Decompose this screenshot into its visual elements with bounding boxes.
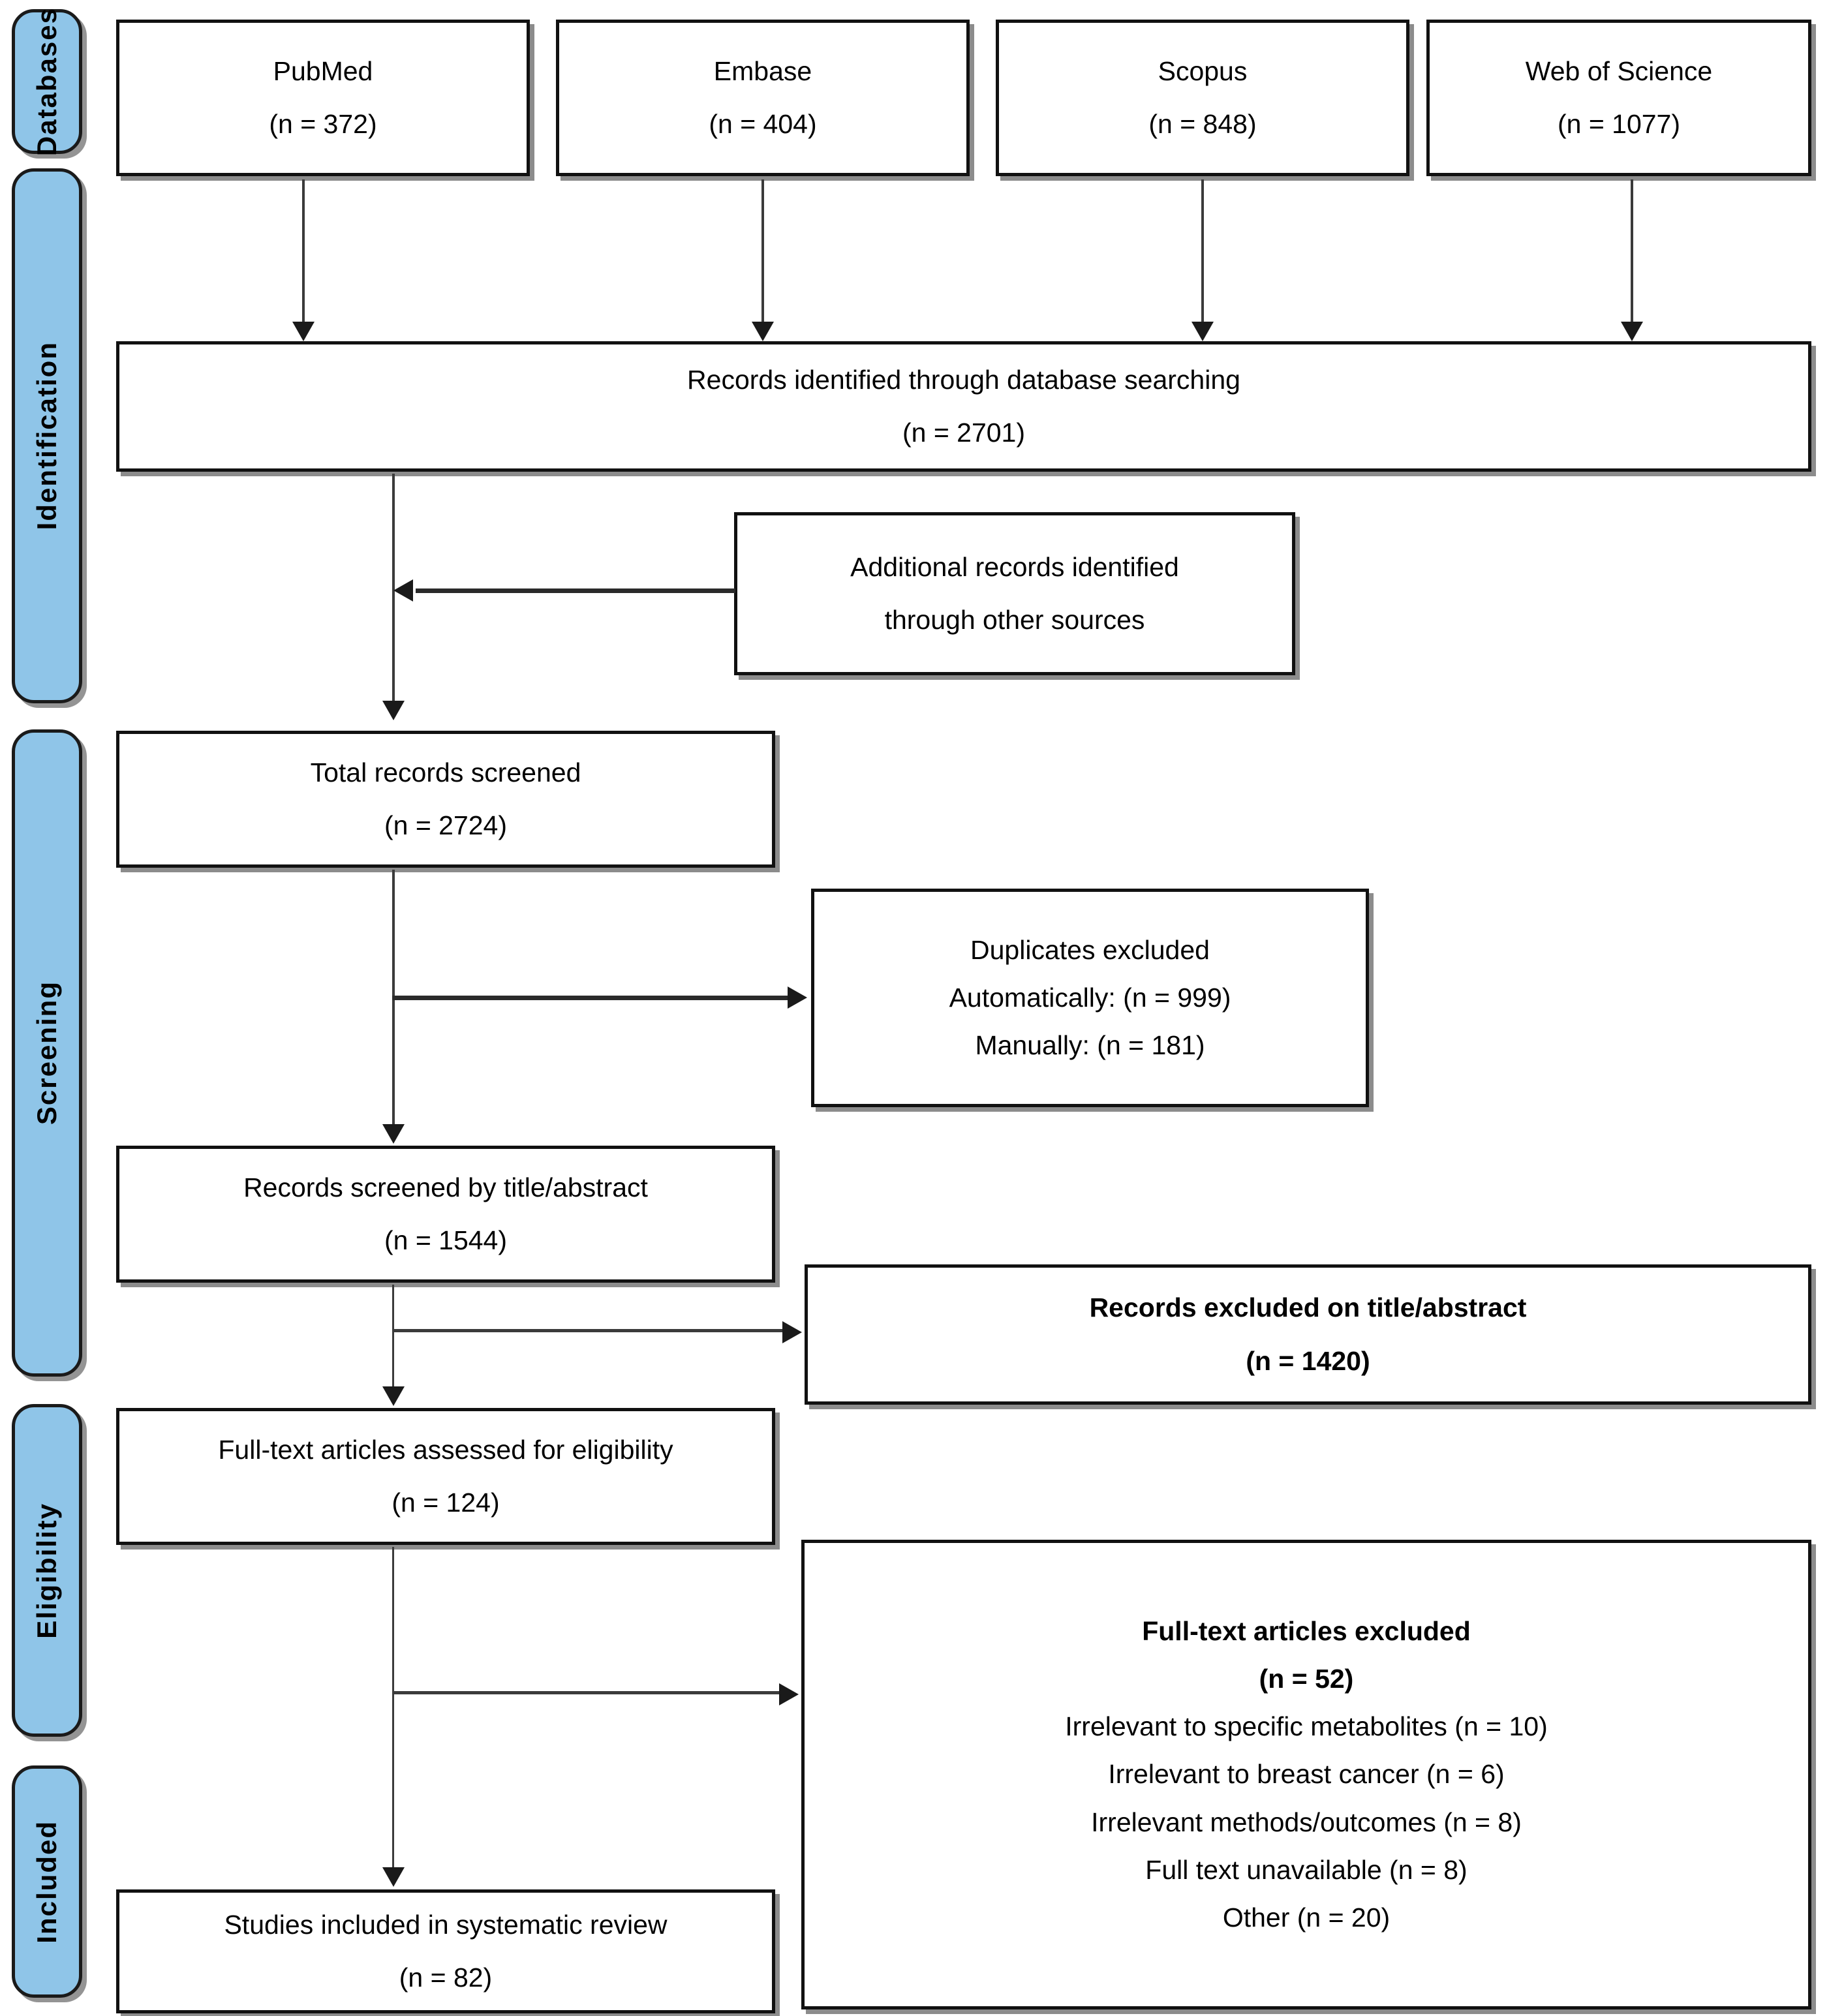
connector-title-abstract-to-fulltext: [392, 1285, 394, 1389]
duplicates-title: Duplicates excluded: [970, 934, 1210, 965]
arrow-title-abstract-to-fulltext: [382, 1386, 405, 1406]
source-box-embase: Embase (n = 404): [556, 20, 970, 176]
arrow-pubmed-to-identified: [292, 322, 315, 341]
box-fulltext-excluded: Full-text articles excluded (n = 52) Irr…: [801, 1540, 1811, 2009]
arrow-scopus-to-identified: [1191, 322, 1214, 341]
arrow-trunk-to-excluded-title-abstract: [782, 1321, 802, 1343]
connector-trunk-to-excluded-title-abstract: [392, 1329, 784, 1332]
box-fulltext-assessed: Full-text articles assessed for eligibil…: [116, 1408, 775, 1545]
arrow-trunk-to-duplicates: [788, 986, 807, 1009]
fulltext-excluded-reason-2: Irrelevant methods/outcomes (n = 8): [1091, 1807, 1522, 1837]
stage-tab-databases: Databases: [12, 7, 82, 157]
fulltext-excluded-reason-3: Full text unavailable (n = 8): [1145, 1854, 1468, 1885]
fulltext-assessed-count: (n = 124): [392, 1488, 500, 1518]
fulltext-excluded-reason-1: Irrelevant to breast cancer (n = 6): [1108, 1759, 1505, 1790]
fulltext-excluded-reason-0: Irrelevant to specific metabolites (n = …: [1065, 1711, 1548, 1742]
source-count-embase: (n = 404): [709, 109, 817, 139]
stage-tab-included: Included: [12, 1765, 82, 1998]
arrow-wos-to-identified: [1621, 322, 1643, 341]
additional-records-line1: Additional records identified: [850, 551, 1179, 582]
source-box-scopus: Scopus (n = 848): [996, 20, 1409, 176]
arrow-identified-to-total-screened: [382, 701, 405, 720]
stage-label-databases: Databases: [31, 7, 62, 157]
arrow-total-screened-to-title-abstract: [382, 1124, 405, 1144]
stage-label-eligibility: Eligibility: [31, 1502, 62, 1639]
box-records-screened-title-abstract: Records screened by title/abstract (n = …: [116, 1146, 775, 1283]
arrow-embase-to-identified: [752, 322, 774, 341]
box-records-excluded-title-abstract: Records excluded on title/abstract (n = …: [805, 1264, 1811, 1405]
fulltext-excluded-reason-4: Other (n = 20): [1222, 1902, 1391, 1932]
connector-pubmed-to-identified: [302, 179, 305, 324]
studies-included-count: (n = 82): [399, 1963, 493, 1993]
excluded-title-abstract-title: Records excluded on title/abstract: [1089, 1292, 1527, 1323]
total-records-screened-count: (n = 2724): [384, 810, 508, 840]
source-count-scopus: (n = 848): [1148, 109, 1257, 139]
stage-tab-identification: Identification: [12, 168, 82, 703]
arrow-fulltext-to-included: [382, 1867, 405, 1887]
stage-label-included: Included: [31, 1820, 62, 1944]
title-abstract-title: Records screened by title/abstract: [243, 1172, 648, 1202]
studies-included-title: Studies included in systematic review: [224, 1909, 668, 1940]
excluded-title-abstract-count: (n = 1420): [1246, 1345, 1370, 1376]
stage-label-screening: Screening: [31, 981, 62, 1125]
source-box-web-of-science: Web of Science (n = 1077): [1426, 20, 1811, 176]
box-records-identified: Records identified through database sear…: [116, 341, 1811, 472]
fulltext-excluded-title: Full-text articles excluded: [1142, 1616, 1471, 1646]
box-additional-records: Additional records identified through ot…: [734, 512, 1295, 675]
source-name-embase: Embase: [713, 55, 812, 86]
duplicates-automatic: Automatically: (n = 999): [949, 982, 1231, 1013]
box-duplicates-excluded: Duplicates excluded Automatically: (n = …: [811, 889, 1369, 1107]
box-total-records-screened: Total records screened (n = 2724): [116, 731, 775, 868]
source-name-web-of-science: Web of Science: [1525, 55, 1713, 86]
connector-trunk-to-fulltext-excluded: [392, 1691, 780, 1694]
source-name-pubmed: PubMed: [273, 55, 373, 86]
fulltext-assessed-title: Full-text articles assessed for eligibil…: [218, 1434, 673, 1465]
connector-embase-to-identified: [761, 179, 764, 324]
stage-tab-eligibility: Eligibility: [12, 1404, 82, 1737]
connector-fulltext-to-included: [392, 1547, 394, 1871]
connector-additional-to-trunk: [416, 588, 735, 593]
title-abstract-count: (n = 1544): [384, 1225, 508, 1255]
source-count-web-of-science: (n = 1077): [1557, 109, 1681, 139]
connector-wos-to-identified: [1631, 179, 1633, 324]
fulltext-excluded-count: (n = 52): [1259, 1664, 1354, 1694]
arrow-trunk-to-fulltext-excluded: [779, 1683, 799, 1705]
connector-trunk-to-duplicates: [392, 996, 789, 1000]
additional-records-line2: through other sources: [884, 605, 1145, 635]
arrow-additional-to-trunk: [393, 579, 413, 602]
duplicates-manual: Manually: (n = 181): [975, 1030, 1205, 1061]
stage-label-identification: Identification: [31, 341, 62, 530]
total-records-screened-title: Total records screened: [310, 757, 581, 787]
box-studies-included: Studies included in systematic review (n…: [116, 1889, 775, 2013]
connector-scopus-to-identified: [1201, 179, 1204, 324]
source-count-pubmed: (n = 372): [269, 109, 377, 139]
records-identified-title: Records identified through database sear…: [687, 364, 1240, 395]
source-name-scopus: Scopus: [1158, 55, 1248, 86]
records-identified-count: (n = 2701): [902, 418, 1026, 448]
stage-tab-screening: Screening: [12, 729, 82, 1377]
source-box-pubmed: PubMed (n = 372): [116, 20, 530, 176]
